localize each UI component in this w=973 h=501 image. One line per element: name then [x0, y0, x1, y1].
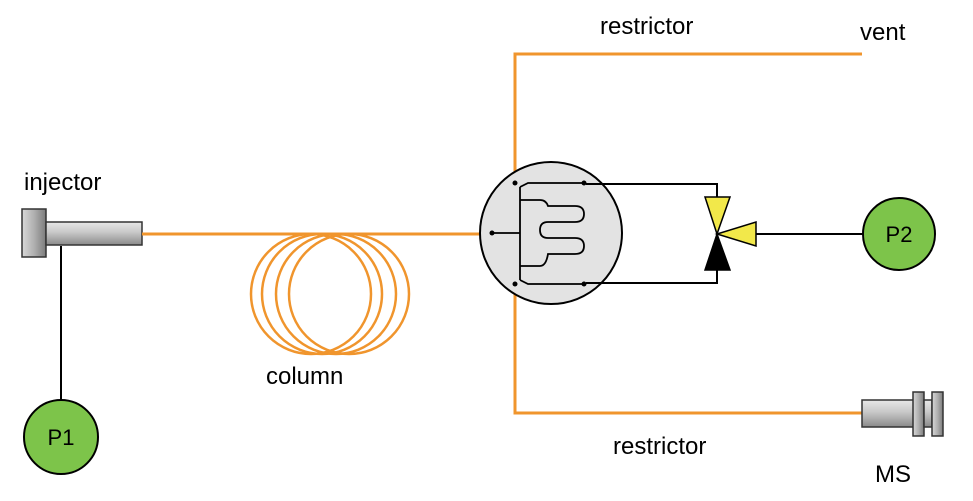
valve-line-bottom	[586, 268, 718, 284]
p1-label: P1	[48, 425, 75, 450]
three-way-valve	[703, 196, 757, 271]
valve-line-top	[586, 183, 718, 198]
ms-detector	[861, 391, 944, 437]
switch-internal-channels	[493, 182, 585, 285]
injector-label: injector	[24, 169, 101, 196]
p2-node	[862, 197, 936, 271]
p1-node	[23, 399, 99, 475]
injector-device	[21, 208, 143, 258]
column-label: column	[266, 363, 343, 390]
restrictor-top-line	[513, 52, 862, 183]
switch-ports	[489, 180, 587, 287]
switch-body	[479, 161, 623, 305]
column-coil	[249, 232, 411, 356]
restrictor-bottom-line	[513, 284, 862, 415]
vent-label: vent	[860, 19, 906, 46]
restrictor-bottom-label: restrictor	[613, 433, 706, 460]
ms-label: MS	[875, 461, 911, 488]
p2-label: P2	[886, 222, 913, 247]
restrictor-top-label: restrictor	[600, 13, 693, 40]
